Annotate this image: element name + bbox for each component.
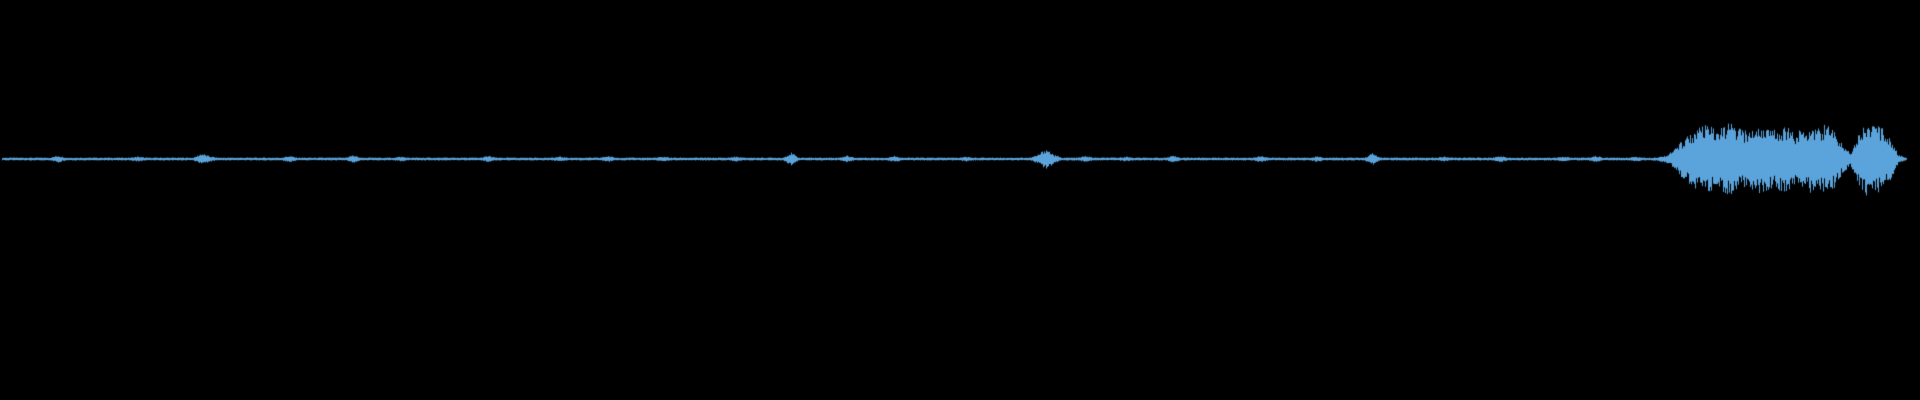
waveform-display (0, 0, 1920, 400)
waveform-canvas[interactable] (0, 0, 1920, 400)
